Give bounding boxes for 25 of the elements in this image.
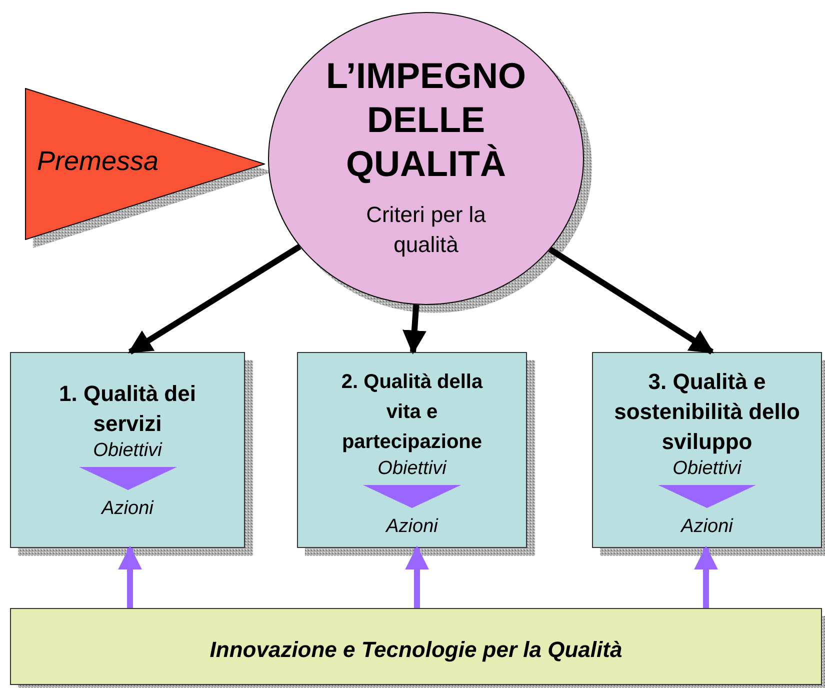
title: L’IMPEGNO DELLE QUALITÀ [324,54,528,186]
label: Premessa [37,146,159,176]
subtitle: Criteri per la qualità [365,201,487,259]
foundation-bar [10,608,822,685]
arrow [694,546,718,608]
pointer-triangle [25,88,265,240]
label: Innovazione e Tecnologie per la Qualità [210,636,622,662]
objectives-label: Obiettivi [378,457,446,481]
box-title: 3. Qualità e sostenibilità dello sviluppo [613,368,801,456]
arrow [405,546,429,608]
box-title: 1. Qualità dei servizi [58,380,197,438]
actions-label: Azioni [681,515,733,539]
box-title: 2. Qualità della vita e partecipazione [340,370,484,455]
objectives-label: Obiettivi [672,457,742,481]
arrow [128,244,302,355]
arrow [402,304,426,354]
process-box [592,352,822,548]
actions-label: Azioni [386,515,438,539]
objectives-label: Obiettivi [93,439,162,463]
central-circle [268,12,584,305]
arrow [118,546,142,608]
process-box [297,352,527,548]
actions-label: Azioni [102,497,154,521]
process-box [10,352,245,548]
arrow [548,246,714,355]
